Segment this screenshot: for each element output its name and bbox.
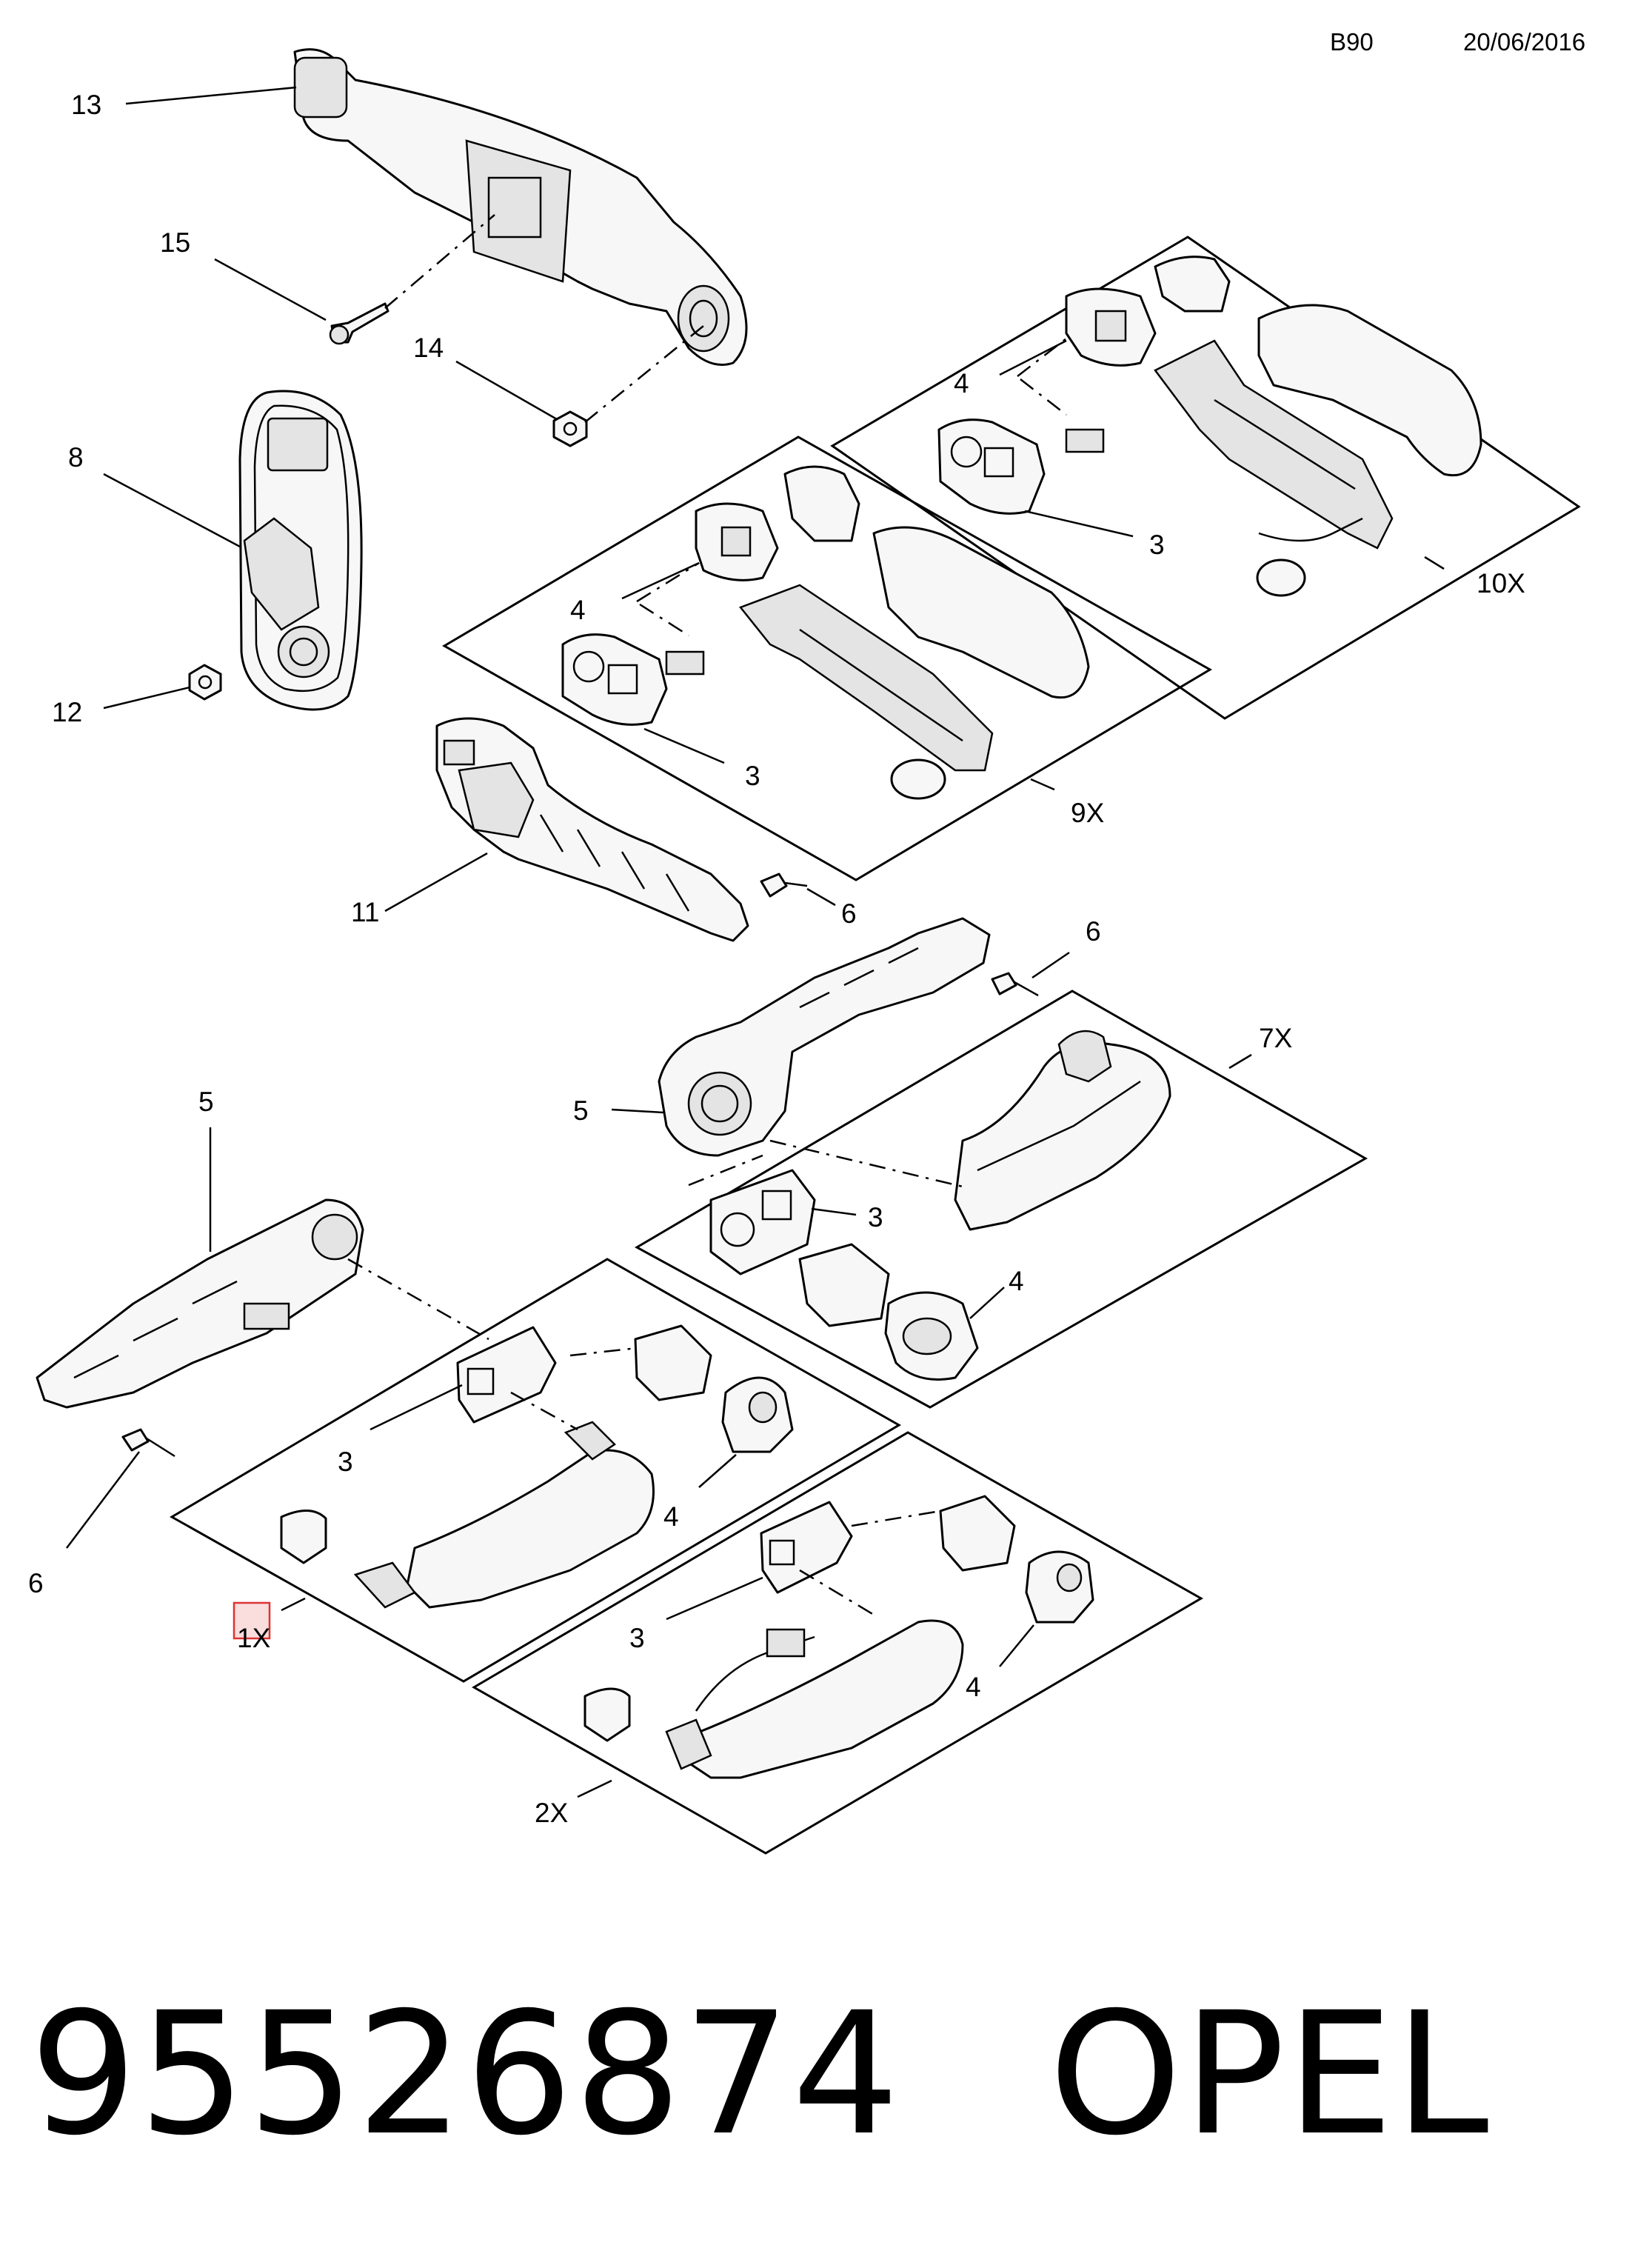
callout-4-box1x: 4 bbox=[663, 1501, 679, 1532]
callout-3-box9x: 3 bbox=[745, 761, 760, 791]
interior-handle-bezel bbox=[293, 48, 748, 366]
diagram-date: 20/06/2016 bbox=[1463, 28, 1585, 56]
kit-box-10x bbox=[830, 236, 1581, 720]
kit-box-2x bbox=[472, 1431, 1204, 1855]
rivet-part-6-middle bbox=[991, 972, 1039, 997]
callout-14: 14 bbox=[413, 333, 444, 363]
callout-6-middle: 6 bbox=[1086, 916, 1101, 947]
handle-carrier-part-11 bbox=[435, 717, 749, 942]
handle-mounting-panel bbox=[238, 390, 363, 711]
diagram-code: B90 bbox=[1330, 28, 1374, 56]
brand-name: OPEL bbox=[1049, 1975, 1491, 2172]
callout-9x: 9X bbox=[1071, 798, 1104, 828]
handle-carrier-part-5-left bbox=[36, 1198, 364, 1409]
nut-part-14 bbox=[552, 410, 588, 447]
callout-3-box1x: 3 bbox=[338, 1447, 353, 1477]
highlight-marker bbox=[233, 1601, 271, 1640]
rivet-part-6-lower bbox=[121, 1428, 175, 1458]
callout-6-upper: 6 bbox=[841, 898, 857, 929]
callout-4-box7x: 4 bbox=[1009, 1266, 1024, 1296]
handle-carrier-part-5-right bbox=[658, 917, 991, 1157]
callout-7x: 7X bbox=[1259, 1023, 1292, 1053]
callout-3-box2x: 3 bbox=[629, 1623, 645, 1653]
callout-8: 8 bbox=[68, 442, 84, 473]
kit-box-7x bbox=[634, 990, 1368, 1409]
callout-4-box2x: 4 bbox=[966, 1672, 981, 1702]
rivet-part-6-upper bbox=[760, 873, 808, 898]
callout-10x: 10X bbox=[1477, 568, 1525, 598]
part-number-footer: 95526874 OPEL bbox=[30, 1978, 1614, 2170]
kit-box-9x bbox=[442, 436, 1212, 881]
callout-15: 15 bbox=[160, 227, 190, 258]
kit-box-1x bbox=[170, 1258, 901, 1683]
callout-5-left: 5 bbox=[198, 1087, 214, 1117]
callout-1x: 1X bbox=[237, 1623, 270, 1653]
nut-part-12 bbox=[188, 664, 222, 701]
part-number: 95526874 bbox=[30, 1975, 901, 2172]
callout-3-box7x: 3 bbox=[868, 1202, 883, 1233]
callout-4-box9x: 4 bbox=[570, 595, 586, 625]
callout-13: 13 bbox=[71, 90, 101, 120]
callout-4-box10x: 4 bbox=[954, 368, 969, 398]
callout-3-box10x: 3 bbox=[1149, 530, 1165, 560]
callout-5-right: 5 bbox=[573, 1095, 589, 1126]
callout-6-lower: 6 bbox=[28, 1568, 44, 1598]
callout-2x: 2X bbox=[535, 1798, 568, 1828]
callout-12: 12 bbox=[52, 697, 82, 727]
callout-11: 11 bbox=[351, 897, 379, 927]
screw-part-15 bbox=[329, 302, 389, 345]
